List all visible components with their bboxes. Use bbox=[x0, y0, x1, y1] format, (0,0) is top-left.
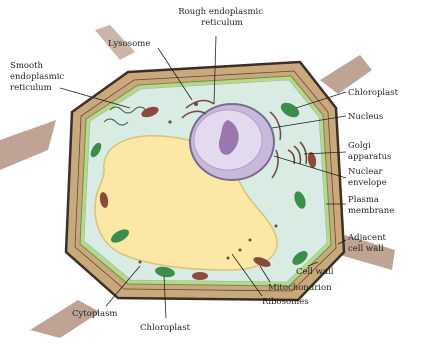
ribosome-dot bbox=[249, 239, 252, 242]
ribosome-dot bbox=[168, 120, 171, 123]
adjacent-cell-bottom-left bbox=[30, 300, 100, 338]
label-ribosomes: Ribosomes bbox=[262, 297, 309, 307]
ribosome-dot bbox=[275, 225, 278, 228]
label-rough-er: Rough endoplasmic reticulum bbox=[178, 7, 266, 28]
label-cytoplasm: Cytoplasm bbox=[72, 309, 118, 319]
label-adjacent-cell-wall: Adjacent cell wall bbox=[347, 233, 389, 254]
mitochondrion bbox=[192, 272, 208, 280]
label-cell-wall: Cell wall bbox=[296, 267, 334, 277]
label-chloroplast-bottom: Chloroplast bbox=[140, 323, 191, 333]
adjacent-cell-left-top bbox=[0, 120, 56, 170]
label-nuclear-envelope: Nuclear envelope bbox=[348, 167, 387, 188]
label-chloroplast-top: Chloroplast bbox=[348, 88, 399, 98]
label-golgi: Golgi apparatus bbox=[348, 141, 391, 162]
label-plasma-membrane: Plasma membrane bbox=[348, 195, 394, 216]
ribosome-dot bbox=[239, 249, 242, 252]
label-smooth-er: Smooth endoplasmic reticulum bbox=[10, 61, 67, 93]
label-nucleus: Nucleus bbox=[348, 112, 383, 122]
ribosome-dot bbox=[139, 261, 142, 264]
nucleus bbox=[190, 104, 274, 180]
label-mitochondrion: Mitochondrion bbox=[268, 283, 332, 293]
ribosome-dot bbox=[227, 257, 230, 260]
lysosome-dot bbox=[194, 102, 198, 106]
label-lysosome: Lysosome bbox=[108, 39, 150, 49]
